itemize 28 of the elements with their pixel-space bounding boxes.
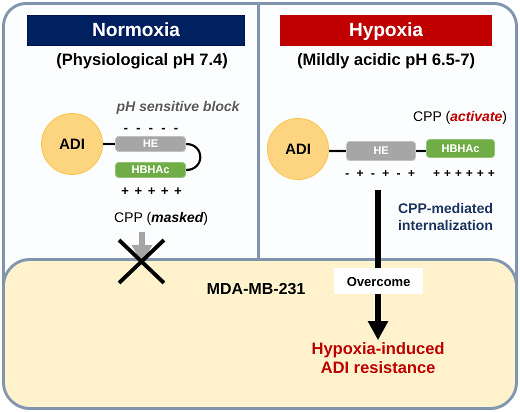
condition-panel	[2, 2, 260, 258]
charge-label: + + + + +	[120, 183, 184, 199]
process-note: CPP-mediated internalization	[398, 200, 494, 235]
enzyme-circle: ADI	[267, 118, 329, 180]
peptide-block: HBHAc	[426, 139, 495, 158]
subtitle-text: (Mildly acidic pH 6.5-7)	[296, 50, 476, 71]
edge-label: Overcome	[334, 268, 423, 294]
outcome-text: Hypoxia-induced ADI resistance	[298, 340, 458, 380]
peptide-block: HBHAc	[115, 162, 186, 178]
cell-label: MDA-MB-231	[206, 280, 306, 300]
charge-label: + + + + + +	[432, 165, 496, 181]
header-banner: Hypoxia	[280, 15, 492, 46]
peptide-block: HE	[115, 136, 186, 152]
linker-line	[416, 150, 426, 152]
peptide-block: HE	[346, 141, 416, 161]
cell-background	[2, 258, 518, 410]
charge-label: - - - - -	[122, 120, 182, 136]
annotation-text: pH sensitive block	[115, 97, 241, 115]
linker-line	[186, 142, 202, 172]
cpp-label: CPP (activate)	[412, 107, 508, 126]
enzyme-circle: ADI	[41, 113, 103, 175]
linker-line	[103, 142, 115, 146]
cpp-label: CPP (masked)	[108, 208, 214, 232]
condition-panel	[260, 2, 518, 258]
header-banner: Normoxia	[27, 15, 245, 46]
linker-line	[329, 150, 346, 152]
subtitle-text: (Physiological pH 7.4)	[55, 50, 229, 71]
charge-label: - + - + - +	[344, 165, 418, 181]
